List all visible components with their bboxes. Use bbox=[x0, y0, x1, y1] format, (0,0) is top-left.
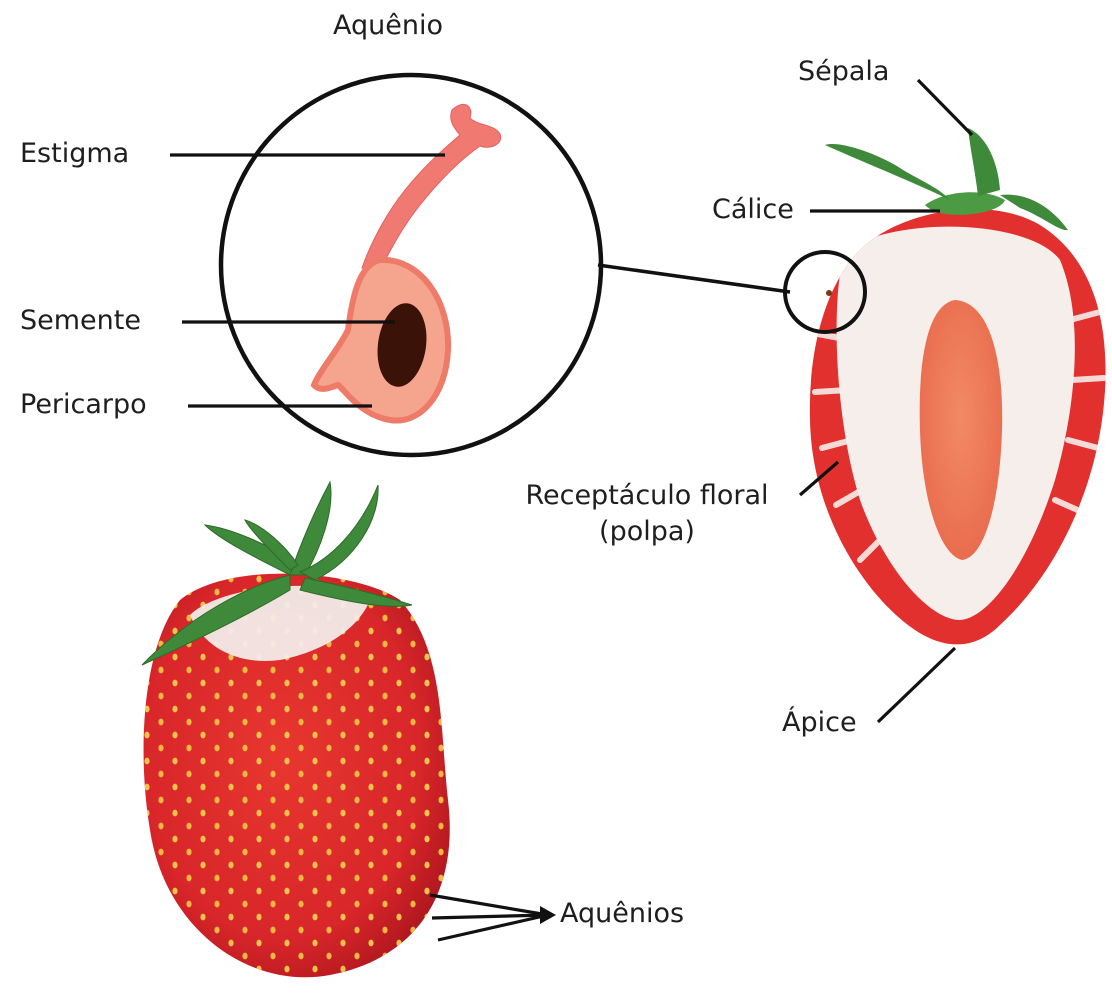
label-receptaculo-line2: (polpa) bbox=[477, 514, 817, 550]
achene-dot bbox=[826, 290, 832, 296]
label-apice: Ápice bbox=[782, 709, 857, 736]
label-pericarpo: Pericarpo bbox=[20, 391, 147, 418]
whole-strawberry bbox=[130, 482, 470, 997]
label-semente: Semente bbox=[20, 307, 141, 334]
label-aquenios: Aquênios bbox=[560, 900, 684, 927]
aquenios-arrowhead bbox=[540, 906, 556, 924]
label-calice: Cálice bbox=[712, 196, 794, 223]
label-receptaculo-line1: Receptáculo floral bbox=[477, 478, 817, 514]
label-sepala: Sépala bbox=[798, 58, 889, 85]
achene-zoom bbox=[221, 75, 601, 455]
zoom-connector-line bbox=[598, 265, 790, 292]
leader-aquenios-1 bbox=[430, 895, 548, 915]
sepal-left bbox=[825, 144, 950, 200]
leader-apice bbox=[878, 648, 955, 722]
label-receptaculo: Receptáculo floral (polpa) bbox=[477, 478, 817, 551]
halved-strawberry bbox=[785, 128, 1112, 660]
label-estigma: Estigma bbox=[20, 140, 129, 167]
sepal-top bbox=[968, 128, 1000, 196]
zoom-title: Aquênio bbox=[333, 12, 443, 39]
leader-sepala bbox=[918, 80, 972, 135]
